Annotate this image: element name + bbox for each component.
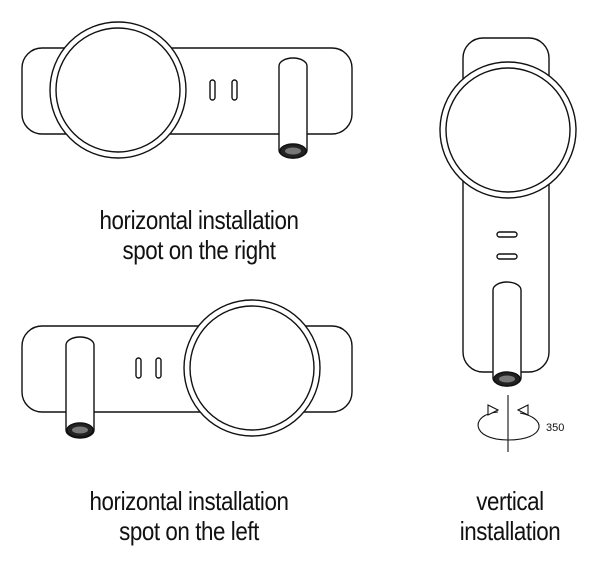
caption-line: horizontal installation: [89, 486, 289, 516]
switch-slot: [496, 253, 518, 260]
lamp-vertical: [439, 37, 577, 387]
spot-arm: [278, 57, 308, 159]
caption-line: spot on the left: [119, 516, 259, 546]
rotation-degrees-label: 350: [546, 422, 565, 434]
rotation-arrow-icon: [487, 404, 500, 416]
spot-arm: [492, 281, 522, 387]
caption-line: spot on the right: [122, 235, 276, 265]
spot-arm: [65, 336, 95, 439]
lamp-horizontal-spot-right: [21, 21, 353, 159]
lamp-ring-inner: [55, 27, 181, 153]
switch-slot: [231, 79, 238, 101]
switch-slot: [496, 231, 518, 238]
lamp-ring-outer: [49, 21, 187, 159]
rotation-indicator: [477, 395, 540, 452]
caption-line: horizontal installation: [99, 205, 299, 235]
lamp-backplate: [21, 325, 353, 413]
lamp-horizontal-spot-left: [21, 299, 353, 439]
lamp-ring-outer: [439, 61, 577, 199]
rotation-arrow-icon: [516, 404, 529, 416]
switch-slot: [209, 79, 216, 101]
caption-vertical: vertical installation: [433, 486, 588, 546]
switch-slot: [155, 357, 162, 379]
lamp-ring-inner: [445, 67, 571, 193]
rotation-arc: [477, 411, 540, 441]
caption-line: vertical: [476, 486, 544, 516]
lamp-backplate: [21, 47, 353, 135]
lamp-ring-outer: [183, 299, 321, 437]
caption-horizontal-right: horizontal installation spot on the righ…: [66, 205, 333, 265]
caption-horizontal-left: horizontal installation spot on the left: [56, 486, 323, 546]
lamp-ring-inner: [189, 305, 315, 431]
switch-slot: [135, 357, 142, 379]
caption-line: installation: [459, 516, 561, 546]
